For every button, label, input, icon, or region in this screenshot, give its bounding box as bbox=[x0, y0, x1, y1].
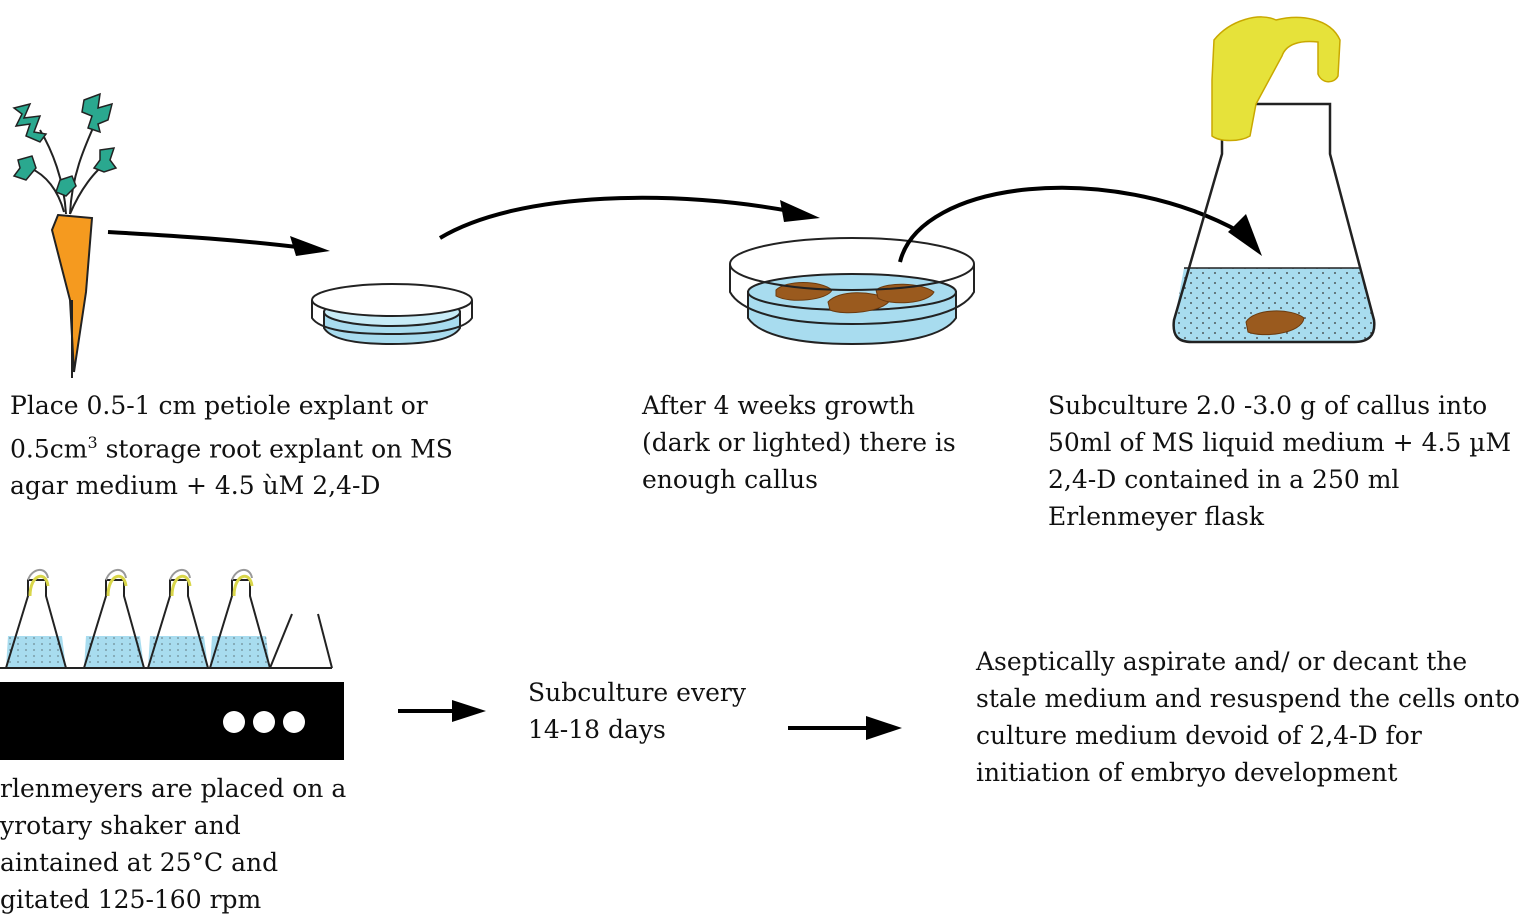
step6-line4: initiation of embryo development bbox=[976, 758, 1398, 787]
rotary-shaker-icon bbox=[0, 569, 344, 760]
step3-line2: 50ml of MS liquid medium + 4.5 µM bbox=[1048, 428, 1512, 457]
step1-line3: agar medium + 4.5 ùM 2,4-D bbox=[10, 471, 381, 501]
step1-superscript: 3 bbox=[87, 433, 98, 452]
step1-caption: Place 0.5-1 cm petiole explant or 0.5cm3… bbox=[10, 387, 453, 504]
step2-line1: After 4 weeks growth bbox=[642, 391, 915, 420]
arrow-icon bbox=[898, 185, 1262, 263]
step3-line3: 2,4-D contained in a 250 ml bbox=[1048, 465, 1400, 494]
step4-caption: rlenmeyers are placed on a yrotary shake… bbox=[0, 770, 346, 918]
arrow-icon bbox=[788, 716, 902, 740]
step4-line2: yrotary shaker and bbox=[0, 811, 241, 840]
step4-line1: rlenmeyers are placed on a bbox=[0, 774, 347, 803]
step5-caption: Subculture every 14-18 days bbox=[528, 674, 746, 748]
step3-caption: Subculture 2.0 -3.0 g of callus into 50m… bbox=[1048, 387, 1511, 535]
arrow-icon bbox=[107, 230, 330, 256]
step4-line4: gitated 125-160 rpm bbox=[0, 885, 262, 914]
step6-caption: Aseptically aspirate and/ or decant the … bbox=[976, 643, 1520, 791]
step6-line2: stale medium and resuspend the cells ont… bbox=[976, 684, 1520, 713]
step5-line1: Subculture every bbox=[528, 678, 746, 707]
step2-line3: enough callus bbox=[642, 465, 818, 494]
carrot-icon bbox=[12, 92, 118, 378]
step1-line1: Place 0.5-1 cm petiole explant or bbox=[10, 391, 428, 420]
petri-dish-icon bbox=[311, 283, 473, 346]
step2-caption: After 4 weeks growth (dark or lighted) t… bbox=[642, 387, 956, 498]
arrow-icon bbox=[438, 195, 820, 240]
step6-line3: culture medium devoid of 2,4-D for bbox=[976, 721, 1422, 750]
arrow-icon bbox=[398, 700, 486, 722]
callus-petri-dish-icon bbox=[729, 237, 975, 346]
erlenmeyer-flask-icon bbox=[1172, 16, 1376, 344]
step1-line2: 0.5cm3 storage root explant on MS bbox=[10, 424, 453, 467]
step1-line2b: storage root explant on MS bbox=[97, 434, 453, 464]
step5-line2: 14-18 days bbox=[528, 715, 666, 744]
step1-line2a: 0.5cm bbox=[10, 434, 88, 464]
step2-line2: (dark or lighted) there is bbox=[642, 428, 956, 457]
step4-line3: aintained at 25°C and bbox=[0, 848, 279, 877]
step6-line1: Aseptically aspirate and/ or decant the bbox=[976, 647, 1468, 676]
step3-line1: Subculture 2.0 -3.0 g of callus into bbox=[1048, 391, 1488, 420]
step3-line4: Erlenmeyer flask bbox=[1048, 502, 1264, 531]
